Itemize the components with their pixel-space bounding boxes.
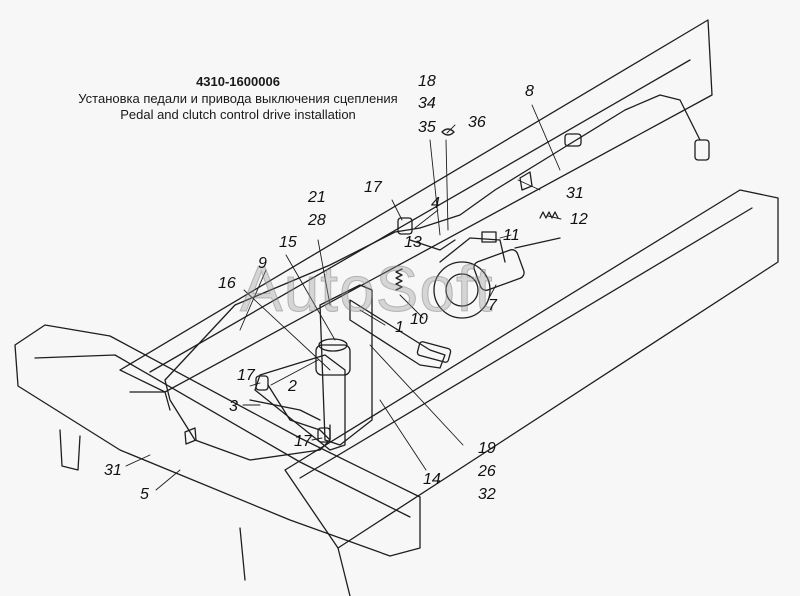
connector-end <box>694 139 710 161</box>
title-russian: Установка педали и привода выключения сц… <box>78 91 398 106</box>
callout-2: 2 <box>288 378 297 395</box>
right-frame-rail <box>284 189 779 549</box>
callout-8: 8 <box>525 83 534 100</box>
callout-7: 7 <box>488 297 497 314</box>
leader-lines <box>125 104 562 491</box>
clip-36 <box>441 128 455 136</box>
callout-28: 28 <box>308 212 326 229</box>
callout-5: 5 <box>140 486 149 503</box>
callout-36: 36 <box>468 114 486 131</box>
callout-15: 15 <box>279 234 297 251</box>
right-frame-rail-flange <box>299 207 753 479</box>
callout-17-left: 17 <box>237 367 255 384</box>
callout-4: 4 <box>431 195 440 212</box>
title-english: Pedal and clutch control drive installat… <box>120 107 356 122</box>
callout-12: 12 <box>570 211 588 228</box>
front-cross-member <box>14 324 421 557</box>
hydraulic-line-upper <box>164 227 421 381</box>
callout-35: 35 <box>418 119 436 136</box>
callout-31-lower: 31 <box>104 462 122 479</box>
left-frame-rail-flange <box>149 59 691 373</box>
return-spring <box>395 268 403 291</box>
callout-17-upper: 17 <box>364 179 382 196</box>
callout-18: 18 <box>418 73 436 90</box>
callout-17-lower: 17 <box>294 433 312 450</box>
clip-31-upper <box>519 171 533 191</box>
callout-9: 9 <box>258 255 267 272</box>
callout-3: 3 <box>229 398 238 415</box>
booster-cylinder <box>473 249 525 291</box>
booster-body <box>433 261 491 319</box>
callout-21: 21 <box>308 189 326 206</box>
drawing-code: 4310-1600006 <box>196 74 280 89</box>
clutch-pedal-lever <box>349 299 446 369</box>
callout-10: 10 <box>410 311 428 328</box>
callout-19: 19 <box>478 440 496 457</box>
fitting-top-right <box>564 133 582 147</box>
watermark: AutoSoft <box>240 253 494 326</box>
callout-13: 13 <box>404 234 422 251</box>
callout-14: 14 <box>423 471 441 488</box>
callout-32: 32 <box>478 486 496 503</box>
left-frame-rail <box>119 19 713 393</box>
callout-26: 26 <box>478 463 496 480</box>
rod-11 <box>514 237 561 249</box>
callout-11: 11 <box>503 227 520 244</box>
master-cylinder <box>315 344 351 376</box>
pedal-pad <box>416 341 452 363</box>
callout-16: 16 <box>218 275 236 292</box>
pedal-bracket <box>319 284 373 446</box>
callout-31-upper: 31 <box>566 185 584 202</box>
fitting-17-left <box>255 375 269 391</box>
callout-1: 1 <box>395 319 404 336</box>
spring-12 <box>539 211 559 219</box>
callout-34: 34 <box>418 95 436 112</box>
clip-31-lower <box>184 427 197 445</box>
hydraulic-line-top <box>419 94 701 229</box>
fitting-17-upper <box>397 217 413 235</box>
